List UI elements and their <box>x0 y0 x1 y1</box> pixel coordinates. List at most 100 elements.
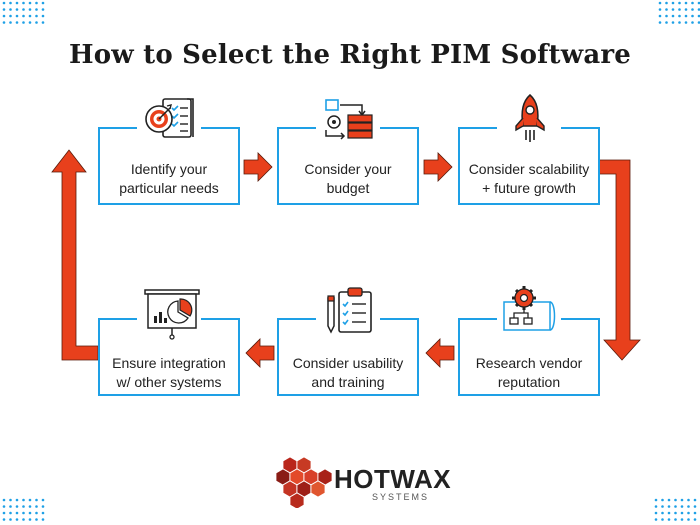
dot <box>35 14 38 18</box>
dot <box>691 14 694 18</box>
dot <box>661 511 664 515</box>
arrow-step1-to-step2 <box>243 152 273 182</box>
dot <box>41 8 45 11</box>
dot <box>693 518 697 521</box>
dot <box>15 21 19 24</box>
dot <box>9 498 12 502</box>
logo-sub: SYSTEMS <box>372 492 430 502</box>
dot <box>691 21 694 24</box>
dot <box>35 1 38 5</box>
dot <box>35 498 38 502</box>
dot <box>667 518 671 521</box>
dot <box>665 1 668 5</box>
dot <box>2 14 6 18</box>
dot <box>2 21 6 24</box>
dot <box>22 14 25 18</box>
dot <box>697 14 700 18</box>
dot <box>671 1 675 5</box>
dot <box>654 511 658 515</box>
dot <box>678 14 681 18</box>
dot <box>680 505 684 508</box>
dot <box>665 14 668 18</box>
dot <box>658 14 662 18</box>
dot <box>35 505 38 508</box>
dot <box>15 511 19 515</box>
dot <box>15 518 19 521</box>
dot <box>9 14 12 18</box>
logo-name: HOTWAX <box>334 464 452 494</box>
dot <box>41 498 45 502</box>
dot <box>2 518 6 521</box>
dot <box>687 505 690 508</box>
clipboard-pencil-icon <box>327 287 372 334</box>
dot <box>671 21 675 24</box>
dot <box>697 21 700 24</box>
dot <box>22 1 25 5</box>
dot <box>658 1 662 5</box>
arrow-step6-to-step1 <box>51 149 99 361</box>
dot <box>28 1 32 5</box>
dot <box>35 8 38 11</box>
dot <box>687 498 690 502</box>
dot <box>22 518 25 521</box>
budget-flow-icon <box>325 99 373 140</box>
dot <box>678 8 681 11</box>
dot <box>9 511 12 515</box>
dot <box>674 498 677 502</box>
dot-grid-top-left <box>2 1 45 24</box>
dot <box>697 1 700 5</box>
dot <box>665 8 668 11</box>
dot <box>693 498 697 502</box>
dot <box>661 505 664 508</box>
dot <box>22 505 25 508</box>
dot <box>687 511 690 515</box>
target-checklist-icon <box>145 98 194 138</box>
dot <box>2 8 6 11</box>
dot <box>678 21 681 24</box>
gear-blueprint-icon <box>503 286 556 331</box>
dot <box>693 505 697 508</box>
dot <box>2 511 6 515</box>
dot <box>15 14 19 18</box>
step-label-3: Consider scalability+ future growth <box>468 161 590 196</box>
dot <box>35 511 38 515</box>
hexagon-cluster-icon <box>276 456 332 508</box>
dot <box>22 21 25 24</box>
dot <box>674 511 677 515</box>
dot <box>22 8 25 11</box>
dot <box>684 21 688 24</box>
arrow-step4-to-step5 <box>425 338 455 368</box>
dot <box>15 498 19 502</box>
dot <box>654 518 658 521</box>
dot <box>680 518 684 521</box>
dot <box>654 498 658 502</box>
dot <box>35 21 38 24</box>
dot <box>667 511 671 515</box>
dot <box>680 498 684 502</box>
dot <box>691 8 694 11</box>
dot <box>15 505 19 508</box>
dot <box>684 14 688 18</box>
logo-hexagon <box>289 492 305 508</box>
dot <box>41 505 45 508</box>
dot <box>658 8 662 11</box>
dot <box>9 505 12 508</box>
dot <box>22 498 25 502</box>
dot <box>661 518 664 521</box>
dot <box>684 1 688 5</box>
dot <box>41 511 45 515</box>
dot <box>41 518 45 521</box>
dot <box>9 1 12 5</box>
dot <box>667 498 671 502</box>
dot <box>15 1 19 5</box>
dot <box>28 498 32 502</box>
arrow-step5-to-step6 <box>245 338 275 368</box>
dot <box>35 518 38 521</box>
dot <box>28 21 32 24</box>
dot <box>28 14 32 18</box>
page-title: How to Select the Right PIM Software <box>68 40 632 70</box>
